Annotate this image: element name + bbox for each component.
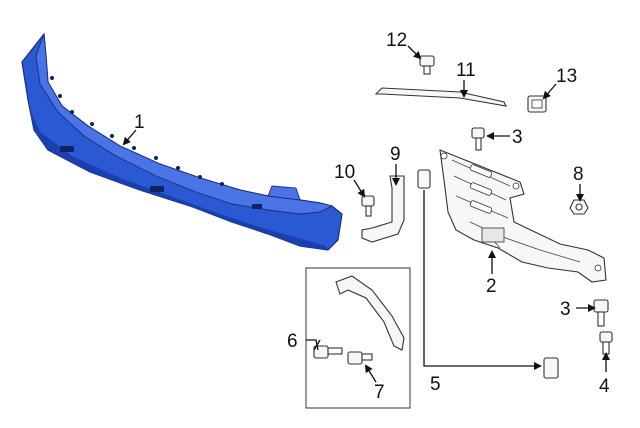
callout-7: 7: [374, 382, 385, 403]
screw-part-12[interactable]: [419, 55, 435, 75]
bumper-body: [21, 32, 343, 251]
callout-6: 6: [287, 331, 298, 352]
bolt-part-4[interactable]: [599, 331, 613, 355]
bracket-slots: [440, 152, 602, 272]
callout-10: 10: [334, 162, 355, 183]
bolt-part-6[interactable]: [313, 345, 343, 359]
callout-5: 5: [430, 374, 441, 395]
rod-part-11[interactable]: [374, 87, 507, 107]
callout-9: 9: [390, 144, 401, 165]
callout-12: 12: [386, 30, 407, 51]
callout-13: 13: [556, 66, 577, 87]
nut-part-8[interactable]: [569, 199, 589, 215]
callout-1: 1: [134, 112, 145, 133]
callout-4: 4: [599, 376, 610, 397]
bracket-arm-part-6[interactable]: [335, 275, 405, 351]
bracket-pad: [481, 227, 505, 243]
strap-part-9[interactable]: [361, 175, 405, 243]
bumper-part-1[interactable]: [21, 32, 343, 251]
callout-labels: 1 2 3 3 4 5 6 7 8 9 10 11 12 13: [134, 30, 610, 403]
callout-11: 11: [456, 60, 476, 81]
bolt-part-7[interactable]: [347, 351, 373, 365]
bracket-outline: [439, 149, 607, 283]
bumper-top-face: [35, 33, 334, 215]
clip-part-13[interactable]: [527, 95, 547, 113]
bumper-end-cap: [267, 185, 301, 201]
leader-lines: [122, 45, 610, 383]
bolt-part-3-upper[interactable]: [471, 127, 485, 151]
bolt-part-3-lower[interactable]: [593, 299, 609, 327]
clip-nut-part-5[interactable]: [417, 169, 559, 379]
callout-2: 2: [486, 276, 497, 297]
callout-3-upper: 3: [512, 127, 523, 148]
callout-3-lower: 3: [560, 299, 571, 320]
callout-8: 8: [573, 164, 584, 185]
bracket-part-2[interactable]: [439, 149, 607, 283]
bolt-part-10[interactable]: [361, 195, 375, 217]
detail-box: [305, 267, 411, 409]
bumper-mount-holes: [50, 76, 262, 209]
